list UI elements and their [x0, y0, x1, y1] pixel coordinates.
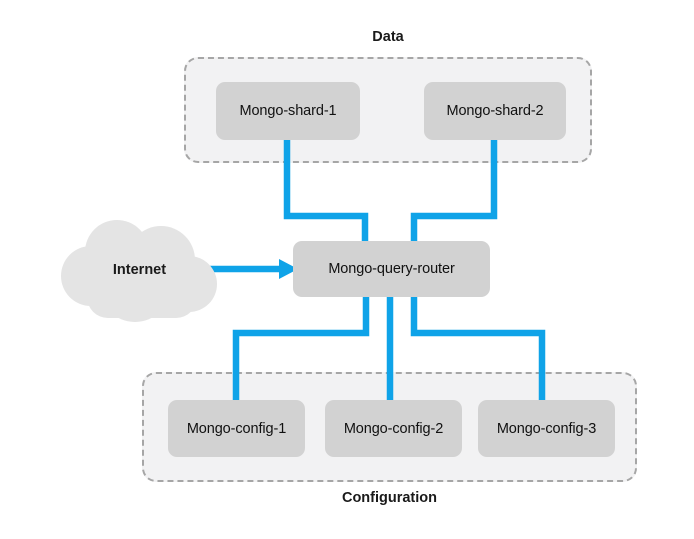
node-mongo-config-3[interactable]: Mongo-config-3: [478, 400, 615, 457]
cloud-label-internet: Internet: [112, 262, 167, 278]
edge-shard2-router: [410, 136, 498, 244]
node-label: Mongo-shard-1: [239, 103, 337, 119]
node-mongo-shard-2[interactable]: Mongo-shard-2: [424, 82, 566, 140]
node-mongo-config-2[interactable]: Mongo-config-2: [325, 400, 462, 457]
node-label: Mongo-config-1: [186, 420, 287, 437]
edge-router-config3: [410, 294, 546, 404]
cloud-icon: [61, 220, 217, 322]
node-label: Mongo-shard-2: [446, 103, 544, 119]
node-mongo-query-router[interactable]: Mongo-query-router: [293, 241, 490, 297]
group-caption-configuration: Configuration: [341, 490, 438, 506]
node-label: Mongo-config-3: [496, 420, 597, 437]
node-label: Mongo-config-2: [343, 420, 444, 437]
group-caption-data: Data: [372, 29, 404, 45]
edge-router-config1: [232, 294, 370, 404]
edge-shard1-router: [283, 136, 369, 244]
node-mongo-config-1[interactable]: Mongo-config-1: [168, 400, 305, 457]
node-mongo-shard-1[interactable]: Mongo-shard-1: [216, 82, 360, 140]
arrowhead-icon: [279, 259, 298, 279]
node-label: Mongo-query-router: [328, 261, 455, 277]
